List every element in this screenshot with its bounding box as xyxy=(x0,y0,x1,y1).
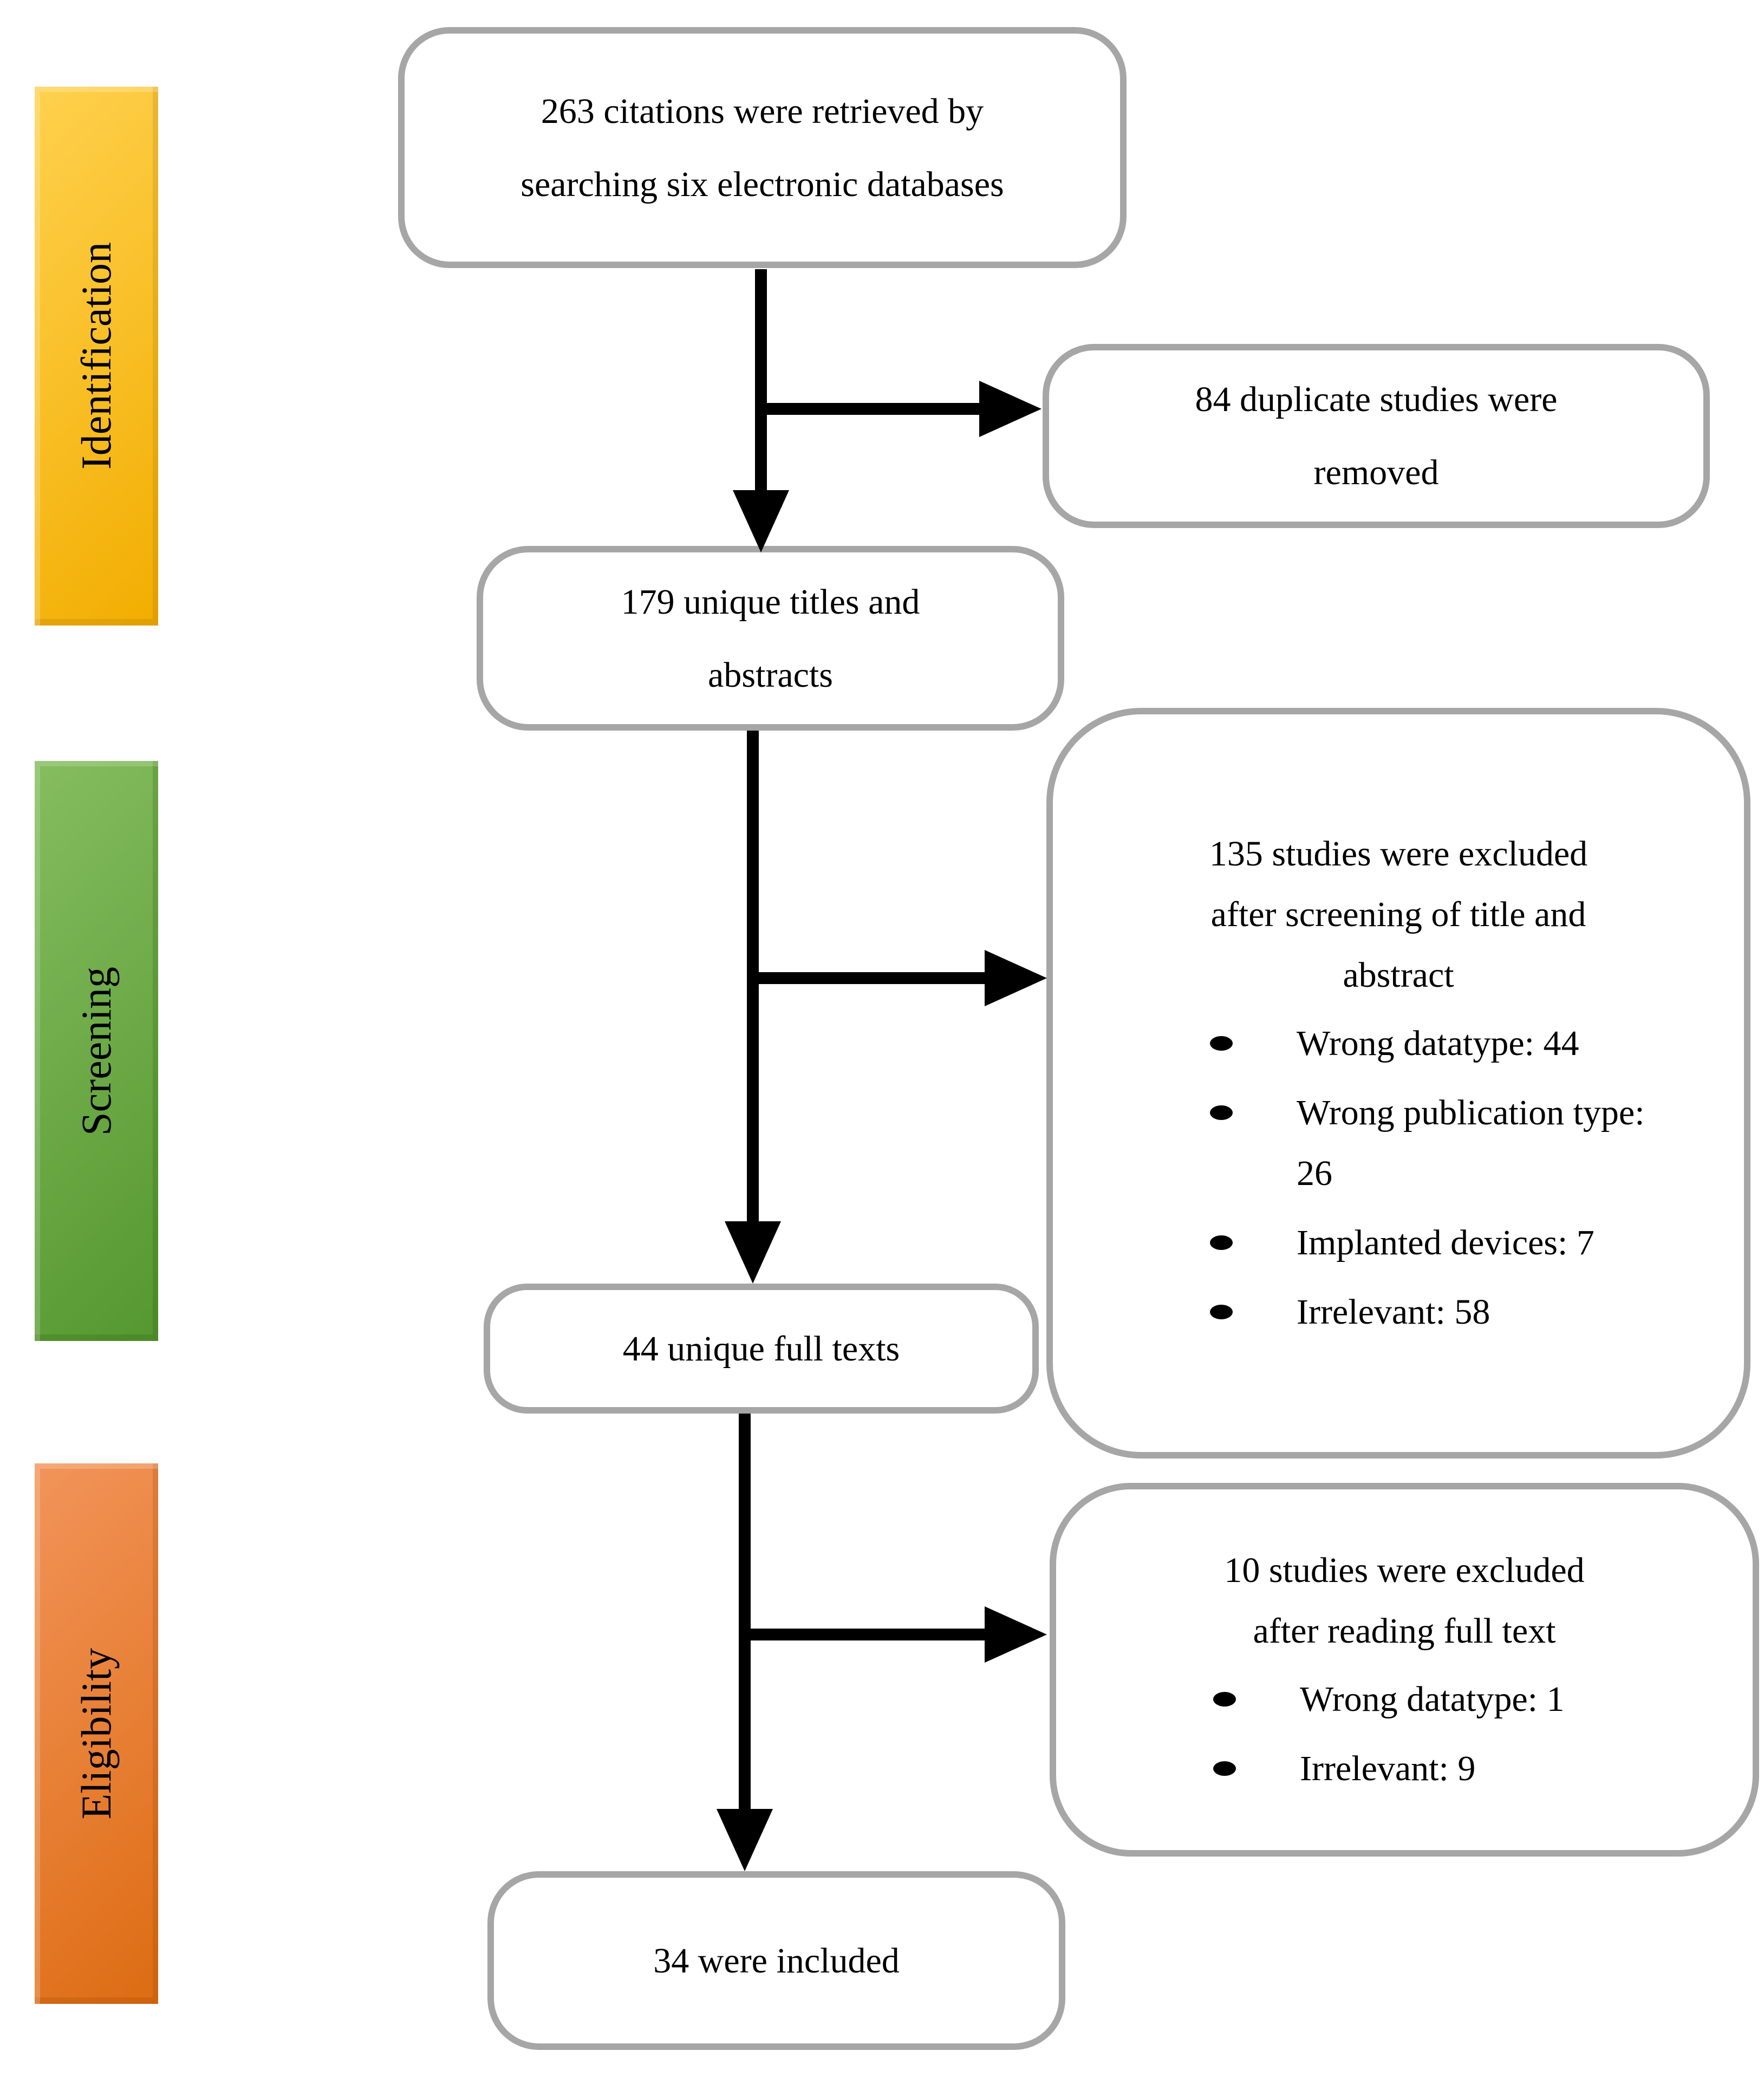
screening-exclusion-reasons-list: Wrong datatype: 44 Wrong publication typ… xyxy=(1053,1013,1744,1343)
stage-label-identification: Identification xyxy=(73,242,120,470)
flow-box-text-line: after screening of title and xyxy=(1210,895,1586,934)
flow-box-text-line: 34 were included xyxy=(653,1941,900,1981)
arrow-fulltexts-to-included-line xyxy=(739,1414,751,1810)
exclusion-reason-text: Wrong publication type: 26 xyxy=(1297,1093,1645,1193)
exclusion-reason-item: Wrong datatype: 1 xyxy=(1056,1669,1753,1730)
flow-box-screening-excluded: 135 studies were excluded after screenin… xyxy=(1046,708,1750,1459)
fulltext-exclusion-reasons-list: Wrong datatype: 1 Irrelevant: 9 xyxy=(1056,1669,1753,1799)
flow-box-text-line: 263 citations were retrieved by xyxy=(541,91,984,131)
bullet-icon xyxy=(1210,1105,1233,1120)
exclusion-reason-text: Irrelevant: 9 xyxy=(1300,1749,1476,1788)
arrow-to-screening-excluded-head xyxy=(985,950,1047,1006)
flow-box-text-line: abstracts xyxy=(708,655,833,695)
flow-box-citations-retrieved: 263 citations were retrieved by searchin… xyxy=(398,27,1127,268)
flow-box-text-line: 44 unique full texts xyxy=(622,1329,900,1369)
bullet-icon xyxy=(1213,1692,1236,1707)
stage-label-screening: Screening xyxy=(73,966,120,1136)
exclusion-reason-text: Irrelevant: 58 xyxy=(1297,1292,1490,1332)
flow-box-full-texts: 44 unique full texts xyxy=(484,1284,1039,1414)
flow-box-included: 34 were included xyxy=(487,1871,1065,2050)
flow-box-text-line: 84 duplicate studies were xyxy=(1195,380,1558,419)
stage-bar-screening: Screening xyxy=(35,761,158,1341)
exclusion-reason-text: Wrong datatype: 1 xyxy=(1300,1679,1565,1719)
stage-bar-identification: Identification xyxy=(35,87,158,626)
arrow-retrieved-to-titles-line xyxy=(755,269,767,491)
arrow-fulltexts-to-included-head xyxy=(717,1809,773,1871)
bullet-icon xyxy=(1210,1305,1233,1319)
arrow-to-fulltext-excluded-line xyxy=(739,1629,986,1640)
exclusion-reason-item: Implanted devices: 7 xyxy=(1053,1213,1744,1273)
flow-box-unique-titles: 179 unique titles and abstracts xyxy=(477,546,1064,731)
flow-box-text-line: 179 unique titles and xyxy=(621,582,920,622)
flow-box-text-line: 10 studies were excluded xyxy=(1224,1551,1585,1590)
exclusion-reason-item: Wrong datatype: 44 xyxy=(1053,1013,1744,1074)
exclusion-reason-item: Irrelevant: 58 xyxy=(1053,1282,1744,1343)
exclusion-reason-item: Irrelevant: 9 xyxy=(1056,1739,1753,1799)
arrow-to-duplicates-line xyxy=(755,403,980,415)
arrow-to-fulltext-excluded-head xyxy=(985,1606,1047,1663)
arrow-retrieved-to-titles-head xyxy=(733,490,789,552)
bullet-icon xyxy=(1210,1036,1233,1051)
exclusion-reason-text: Wrong datatype: 44 xyxy=(1297,1024,1579,1063)
arrow-to-duplicates-head xyxy=(979,381,1042,437)
flow-box-text-line: 135 studies were excluded xyxy=(1209,834,1588,874)
flow-box-duplicates-removed: 84 duplicate studies were removed xyxy=(1043,344,1710,528)
flow-box-text-line: removed xyxy=(1313,453,1439,492)
arrow-to-screening-excluded-line xyxy=(747,972,986,984)
bullet-icon xyxy=(1210,1235,1233,1250)
bullet-icon xyxy=(1213,1761,1236,1776)
flow-box-text-line: searching six electronic databases xyxy=(520,164,1004,204)
flow-box-text-line: abstract xyxy=(1343,955,1454,995)
flow-box-fulltext-excluded: 10 studies were excluded after reading f… xyxy=(1050,1483,1759,1857)
exclusion-reason-text: Implanted devices: 7 xyxy=(1297,1223,1594,1262)
stage-bar-eligibility: Eligibility xyxy=(35,1463,158,2004)
flow-box-text-line: after reading full text xyxy=(1253,1611,1556,1651)
arrow-titles-to-fulltexts-head xyxy=(725,1221,781,1284)
stage-label-eligibility: Eligibility xyxy=(73,1648,120,1820)
exclusion-reason-item: Wrong publication type: 26 xyxy=(1053,1083,1744,1204)
